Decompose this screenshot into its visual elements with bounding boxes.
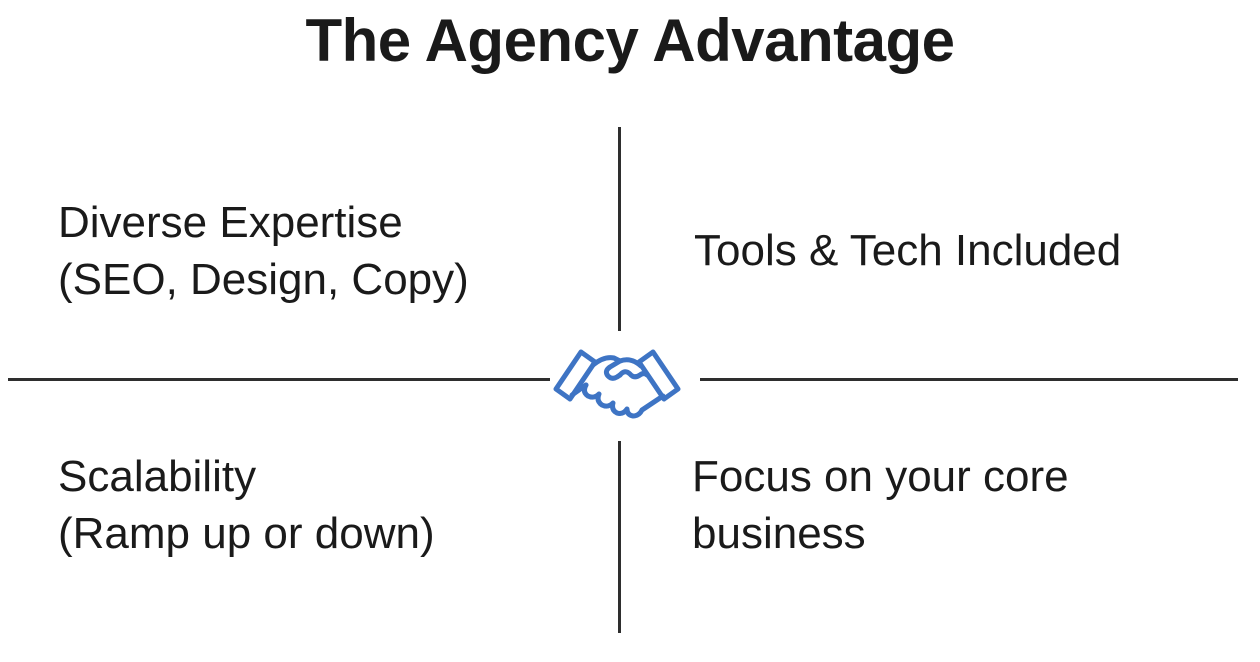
page-title: The Agency Advantage xyxy=(305,7,955,74)
quadrant-bottom-left-line2: (Ramp up or down) xyxy=(58,509,435,558)
quadrant-bottom-right-line2: business xyxy=(692,509,866,558)
quadrant-top-left-line2: (SEO, Design, Copy) xyxy=(58,255,469,304)
handshake-icon-strokes xyxy=(553,349,681,419)
vertical-divider-bottom xyxy=(618,441,621,633)
handshake-icon xyxy=(553,349,681,419)
horizontal-divider-right xyxy=(700,378,1238,381)
quadrant-top-left-line1: Diverse Expertise xyxy=(58,198,403,247)
vertical-divider-top xyxy=(618,127,621,331)
quadrant-bottom-right: Focus on your core business xyxy=(692,448,1069,562)
quadrant-top-left: Diverse Expertise (SEO, Design, Copy) xyxy=(58,194,469,308)
quadrant-bottom-left: Scalability (Ramp up or down) xyxy=(58,448,435,562)
quadrant-top-right-line1: Tools & Tech Included xyxy=(694,226,1122,275)
quadrant-bottom-left-line1: Scalability xyxy=(58,452,257,501)
quadrant-top-right: Tools & Tech Included xyxy=(694,222,1121,279)
quadrant-bottom-right-line1: Focus on your core xyxy=(692,452,1069,501)
horizontal-divider-left xyxy=(8,378,550,381)
